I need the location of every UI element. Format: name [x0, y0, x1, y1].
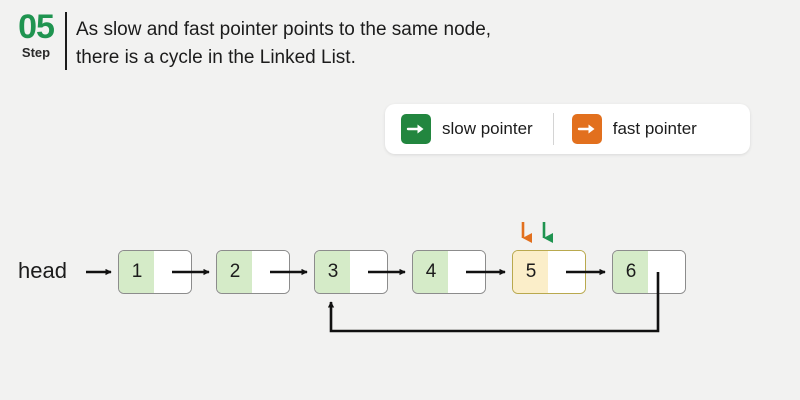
- list-node-3: 3: [314, 250, 388, 294]
- node-next-cell: [252, 251, 289, 293]
- node-next-cell: [548, 251, 585, 293]
- node-value: 6: [613, 251, 650, 293]
- head-label: head: [18, 258, 67, 283]
- node-value: 2: [217, 251, 254, 293]
- step-badge: 05 Step: [8, 10, 64, 61]
- node-next-cell: [154, 251, 191, 293]
- node-value: 4: [413, 251, 450, 293]
- arrow-right-icon: [406, 124, 424, 134]
- list-node-4: 4: [412, 250, 486, 294]
- step-number: 05: [18, 8, 55, 46]
- fast-pointer-swatch: [571, 114, 602, 144]
- fast-pointer-label: fast pointer: [612, 119, 697, 138]
- step-word-label: Step: [21, 45, 51, 60]
- legend-divider: [552, 113, 554, 145]
- header-description: As slow and fast pointer points to the s…: [76, 16, 776, 72]
- header-description-line-1: As slow and fast pointer points to the s…: [76, 19, 492, 40]
- header-divider-rule: [65, 12, 67, 70]
- node-value: 3: [315, 251, 352, 293]
- node-next-cell: [648, 251, 685, 293]
- node-value: 1: [119, 251, 156, 293]
- node-next-cell: [350, 251, 387, 293]
- slow-pointer-label: slow pointer: [442, 119, 533, 138]
- header: 05 Step As slow and fast pointer points …: [0, 0, 800, 90]
- legend-item-fast-pointer: fast pointer: [571, 104, 697, 154]
- list-node-2: 2: [216, 250, 290, 294]
- legend-item-slow-pointer: slow pointer: [401, 104, 533, 154]
- list-node-1: 1: [118, 250, 192, 294]
- slow-pointer-swatch: [401, 114, 431, 144]
- legend-panel: slow pointer fast pointer: [385, 104, 750, 154]
- node-next-cell: [448, 251, 485, 293]
- node-value: 5: [513, 251, 550, 293]
- header-description-line-2: there is a cycle in the Linked List.: [76, 47, 356, 68]
- arrow-right-icon: [577, 124, 595, 134]
- list-node-6: 6: [612, 250, 686, 294]
- list-node-5: 5: [512, 250, 586, 294]
